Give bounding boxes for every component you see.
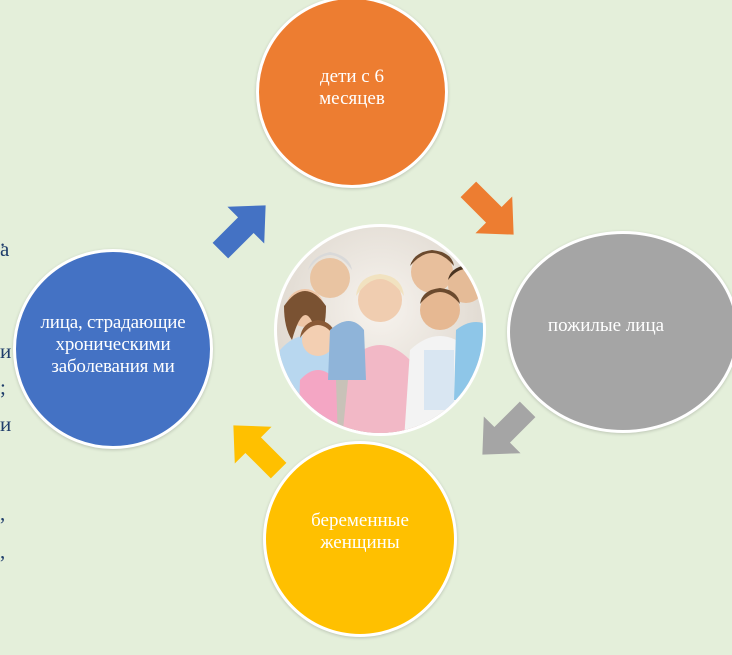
edge-text-mark: и bbox=[0, 339, 12, 363]
arrow-bottom-to-left bbox=[233, 425, 287, 479]
node-pregnant-women: беременные женщины bbox=[263, 441, 457, 637]
node-elderly-label: пожилые лица bbox=[547, 315, 665, 336]
arrow-left-to-top bbox=[212, 205, 266, 259]
node-children: дети с 6 месяцев bbox=[256, 0, 448, 188]
edge-text-mark: , bbox=[0, 501, 6, 525]
edge-text-mark: а bbox=[0, 237, 10, 261]
arrow-right-to-bottom bbox=[482, 401, 536, 455]
center-photo bbox=[274, 224, 486, 436]
node-pregnant-women-label: беременные женщины bbox=[311, 510, 409, 553]
node-chronic-patients-label: лица, страдающие хроническими заболевани… bbox=[40, 312, 186, 377]
edge-text-mark: ; bbox=[0, 375, 6, 399]
node-elderly: пожилые лица bbox=[507, 231, 732, 433]
edge-text-mark: и bbox=[0, 412, 12, 436]
edge-text-mark: , bbox=[0, 539, 6, 563]
node-children-label: дети с 6 месяцев bbox=[319, 66, 385, 109]
node-chronic-patients: лица, страдающие хроническими заболевани… bbox=[13, 249, 213, 449]
arrow-top-to-right bbox=[460, 181, 514, 235]
edge-text-mark: . bbox=[0, 227, 6, 251]
